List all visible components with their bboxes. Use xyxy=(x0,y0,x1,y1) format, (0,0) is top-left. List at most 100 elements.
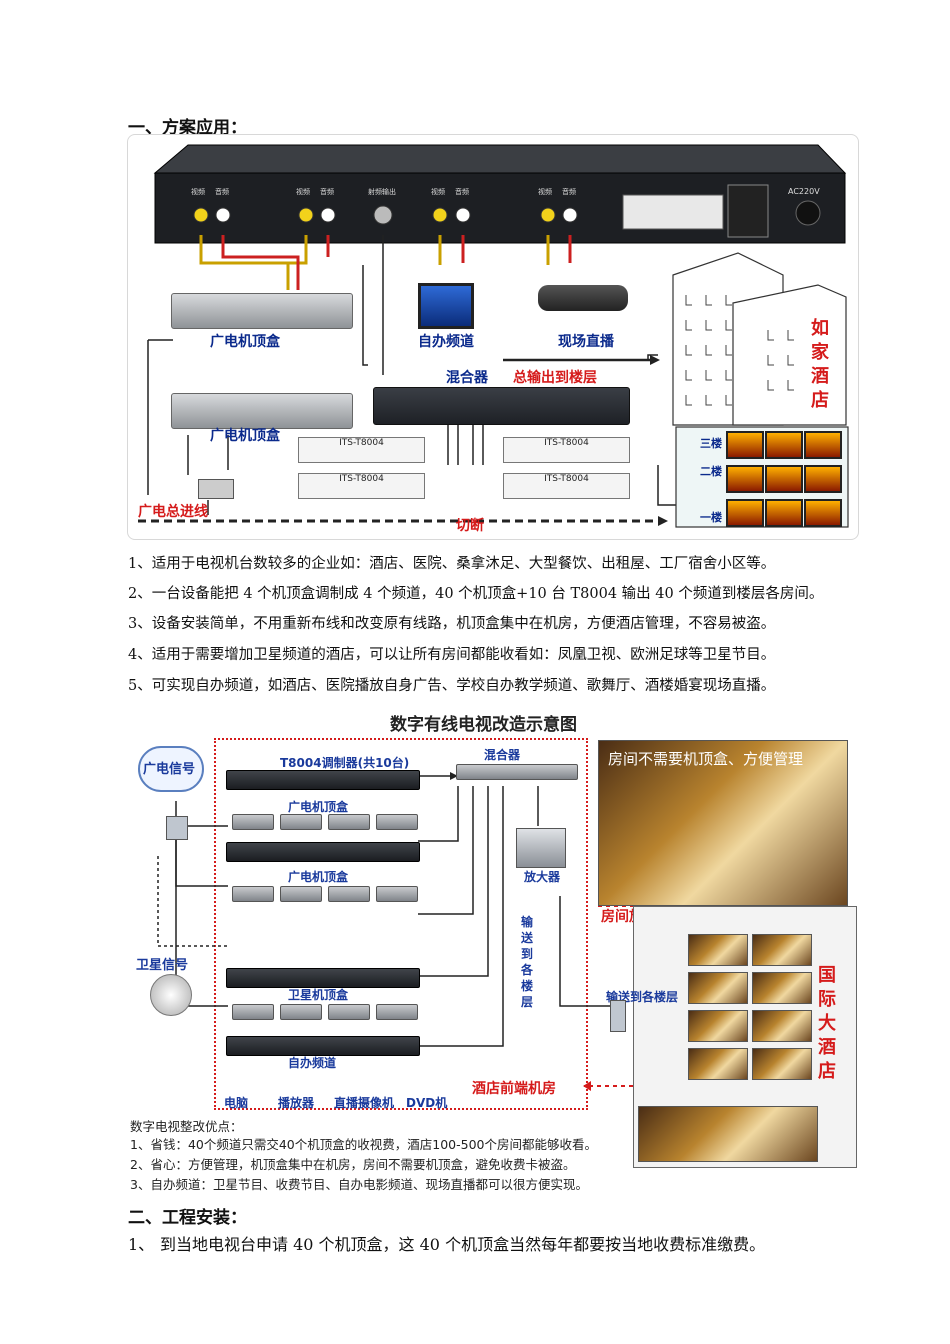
tv-screen xyxy=(765,499,803,527)
front-room-box xyxy=(214,738,588,1110)
mixer-label: 混合器 xyxy=(446,370,488,386)
satellite-dish-icon xyxy=(150,974,192,1016)
total-out-arrow xyxy=(650,355,660,365)
splitter-device xyxy=(198,479,234,499)
self-channel-label: 自办频道 xyxy=(418,334,474,350)
hotel-name: 国际大酒店 xyxy=(818,965,836,1082)
red-dotted-lines xyxy=(584,905,684,1087)
t8004-device xyxy=(226,1036,420,1056)
stb-device xyxy=(280,886,322,902)
floor2-label: 二楼 xyxy=(700,465,722,478)
power-switch xyxy=(795,200,821,226)
advantage-item: 1、省钱：40个频道只需交40个机顶盒的收视费，酒店100-500个房间都能够收… xyxy=(130,1137,597,1152)
t8004-device xyxy=(226,968,420,988)
t8004-device xyxy=(226,842,420,862)
cut-arrow xyxy=(658,516,668,526)
sat-signal-label: 卫星信号 xyxy=(136,958,189,973)
room-thumbnail xyxy=(688,1010,748,1042)
stb-device xyxy=(232,886,274,902)
power-socket xyxy=(727,184,769,238)
room-photo xyxy=(598,740,848,906)
computer-icon xyxy=(418,283,474,329)
advantage-item: 2、省心：方便管理，机顶盒集中在机房，房间不需要机顶盒，避免收费卡被盗。 xyxy=(130,1157,576,1172)
modulator-label: ITS-T8004 xyxy=(339,438,384,448)
modulator-label: ITS-T8004 xyxy=(339,474,384,484)
amplifier-label: 放大器 xyxy=(524,870,561,884)
amplifier-device xyxy=(516,828,566,868)
modulator-label: ITS-T8004 xyxy=(544,438,589,448)
modulator-box: ITS-T8004 xyxy=(503,473,630,499)
cable-signal-label: 广电信号 xyxy=(143,762,196,777)
modulator-label: ITS-T8004 xyxy=(544,474,589,484)
modulator-box: ITS-T8004 xyxy=(298,437,425,463)
room-no-stb-label: 房间不需要机顶盒、方便管理 xyxy=(608,750,804,768)
modulator-group-label: T8004调制器(共10台) xyxy=(280,756,410,770)
panel-label: 视频 xyxy=(296,188,310,196)
advantage-item: 3、自办频道：卫星节目、收费节目、自办电影频道、现场直播都可以很方便实现。 xyxy=(130,1177,588,1192)
room-thumbnail xyxy=(752,934,812,966)
device-label-player: 播放器 xyxy=(278,1096,315,1110)
tv-screen xyxy=(765,465,803,493)
panel-label: 音频 xyxy=(455,188,469,196)
figure1-wiring xyxy=(138,144,849,528)
stb-cable-2-label: 广电机顶盒 xyxy=(288,870,349,884)
panel-label: 音频 xyxy=(562,188,576,196)
stb-bottom-label: 广电机顶盒 xyxy=(210,428,280,444)
stb-device-top xyxy=(171,293,353,329)
section2-heading: 二、工程安装： xyxy=(128,1208,247,1228)
yellow-cables xyxy=(199,235,550,290)
modulator-box: ITS-T8004 xyxy=(298,473,425,499)
device-label-dvd: DVD机 xyxy=(406,1096,448,1110)
transmit-vertical-label: 输送到各楼层 xyxy=(521,915,534,1009)
tv-screen xyxy=(726,431,764,459)
stb-cable-1-label: 广电机顶盒 xyxy=(288,800,349,814)
stb-device xyxy=(328,814,370,830)
list1-item: 2、一台设备能把 4 个机顶盒调制成 4 个频道，40 个机顶盒+10 台 T8… xyxy=(128,586,824,602)
section2-item1-number: 1、 xyxy=(128,1235,155,1254)
list1-item: 4、适用于需要增加卫星频道的酒店，可以让所有房间都能收看如：凤凰卫视、欧洲足球等… xyxy=(128,647,776,663)
panel-label: 视频 xyxy=(538,188,552,196)
total-out-label: 总输出到楼层 xyxy=(513,370,597,386)
section1-heading: 一、方案应用： xyxy=(128,118,247,138)
room-thumbnail xyxy=(688,972,748,1004)
stb-device xyxy=(232,1004,274,1020)
stb-sat-label: 卫星机顶盒 xyxy=(288,988,349,1002)
rca-sockets xyxy=(193,205,578,225)
ac-label: AC220V xyxy=(788,187,820,196)
dotted-lines xyxy=(157,856,228,947)
panel-label: 射频输出 xyxy=(368,188,396,196)
floor1-label: 一楼 xyxy=(700,511,722,524)
stb-device xyxy=(376,886,418,902)
stb-top-label: 广电机顶盒 xyxy=(210,334,280,350)
live-label: 现场直播 xyxy=(558,334,614,350)
nameplate xyxy=(622,194,724,230)
list1-item: 1、适用于电视机台数较多的企业如：酒店、医院、桑拿沐足、大型餐饮、出租屋、工厂宿… xyxy=(128,556,776,572)
self-channel-label: 自办频道 xyxy=(288,1056,337,1070)
splitter-device xyxy=(610,1000,626,1032)
tv-screen xyxy=(726,499,764,527)
advantages-title: 数字电视整改优点： xyxy=(130,1119,243,1134)
panel-label: 音频 xyxy=(320,188,334,196)
red-cables xyxy=(221,235,572,290)
tv-screen xyxy=(726,465,764,493)
tv-screen xyxy=(765,431,803,459)
mixer-device xyxy=(456,764,578,780)
panel-label: 视频 xyxy=(431,188,445,196)
cut-label: 切断 xyxy=(456,518,484,534)
hotel-lobby xyxy=(638,1106,818,1162)
list1-item: 3、设备安装简单，不用重新布线和改变原有线路，机顶盒集中在机房，方便酒店管理，不… xyxy=(128,616,776,632)
list1-item: 5、可实现自办频道，如酒店、医院播放自身广告、学校自办教学频道、歌舞厅、酒楼婚宴… xyxy=(128,678,776,694)
mixer-device xyxy=(373,387,630,425)
floor3-label: 三楼 xyxy=(700,437,722,450)
hotel-name: 如家酒店 xyxy=(811,318,829,411)
building-windows xyxy=(685,295,794,406)
t8004-device xyxy=(226,770,420,790)
room-thumbnail xyxy=(688,1048,748,1080)
tv-screen xyxy=(804,499,842,527)
room-thumbnail xyxy=(752,1048,812,1080)
room-thumbnail xyxy=(752,972,812,1004)
room-thumbnail xyxy=(752,1010,812,1042)
splitter-device xyxy=(166,816,188,840)
mixer-label: 混合器 xyxy=(484,748,521,762)
main-line-label: 广电总进线 xyxy=(138,504,208,520)
